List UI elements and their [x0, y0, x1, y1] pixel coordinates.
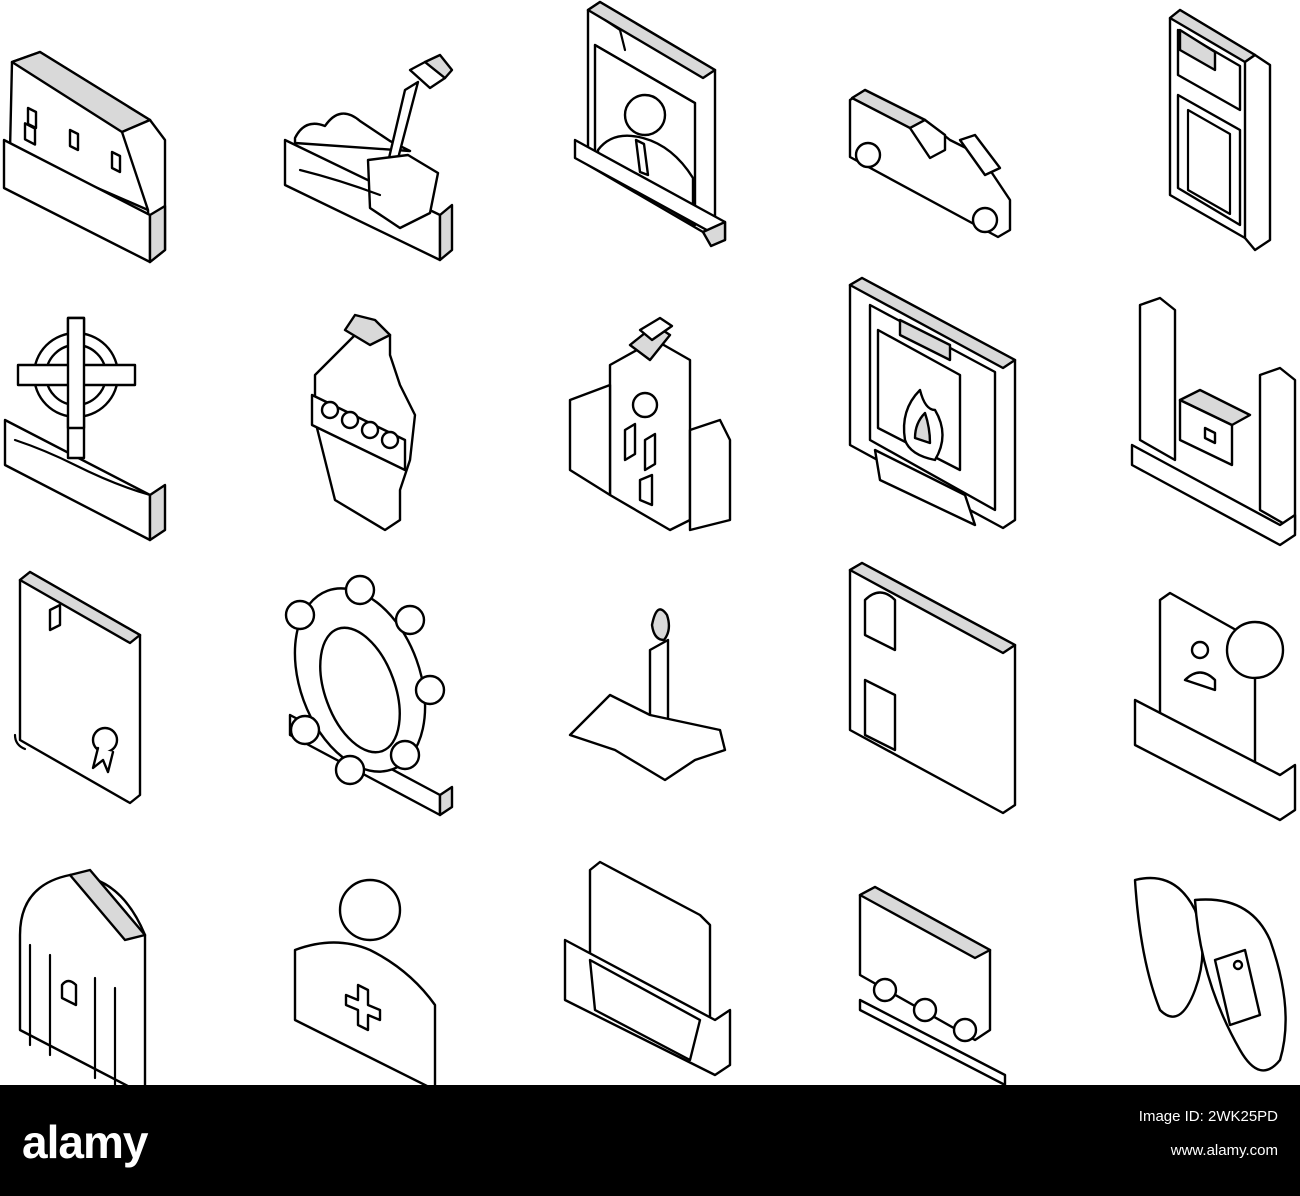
urn-icon: [312, 315, 415, 530]
memorial-portrait-icon: [575, 2, 725, 246]
mausoleum-icon: [20, 870, 145, 1085]
pallbearers-coffin-icon: [860, 887, 1005, 1085]
scroll-icon: [15, 572, 140, 803]
columbarium-icon: [1132, 298, 1295, 545]
candle-hand-icon: [570, 609, 725, 780]
shovel-grave-icon: [285, 55, 452, 260]
niche-wall-icon: [850, 563, 1015, 813]
crematorium-icon: [850, 278, 1015, 528]
website-label: www.alamy.com: [1170, 1142, 1278, 1159]
image-id-label: Image ID: 2WK25PD: [1138, 1108, 1278, 1125]
watermark-bar: alamy Image ID: 2WK25PD www.alamy.com: [0, 1085, 1300, 1196]
toe-tag-feet-icon: [1135, 878, 1286, 1070]
alamy-logo: alamy: [22, 1116, 148, 1168]
tombstone-portrait-icon: [1135, 593, 1295, 820]
crypt-door-icon: [1170, 10, 1270, 250]
gravestone-rip-icon: [565, 862, 730, 1075]
icon-set-canvas: .o { fill:#ffffff; stroke:#000; stroke-w…: [0, 0, 1300, 1085]
hearse-icon: [850, 90, 1010, 237]
priest-icon: [295, 880, 435, 1085]
coffin-icon: [4, 52, 165, 262]
wreath-icon: [271, 570, 452, 815]
church-icon: [570, 318, 730, 530]
celtic-cross-icon: [5, 318, 165, 540]
